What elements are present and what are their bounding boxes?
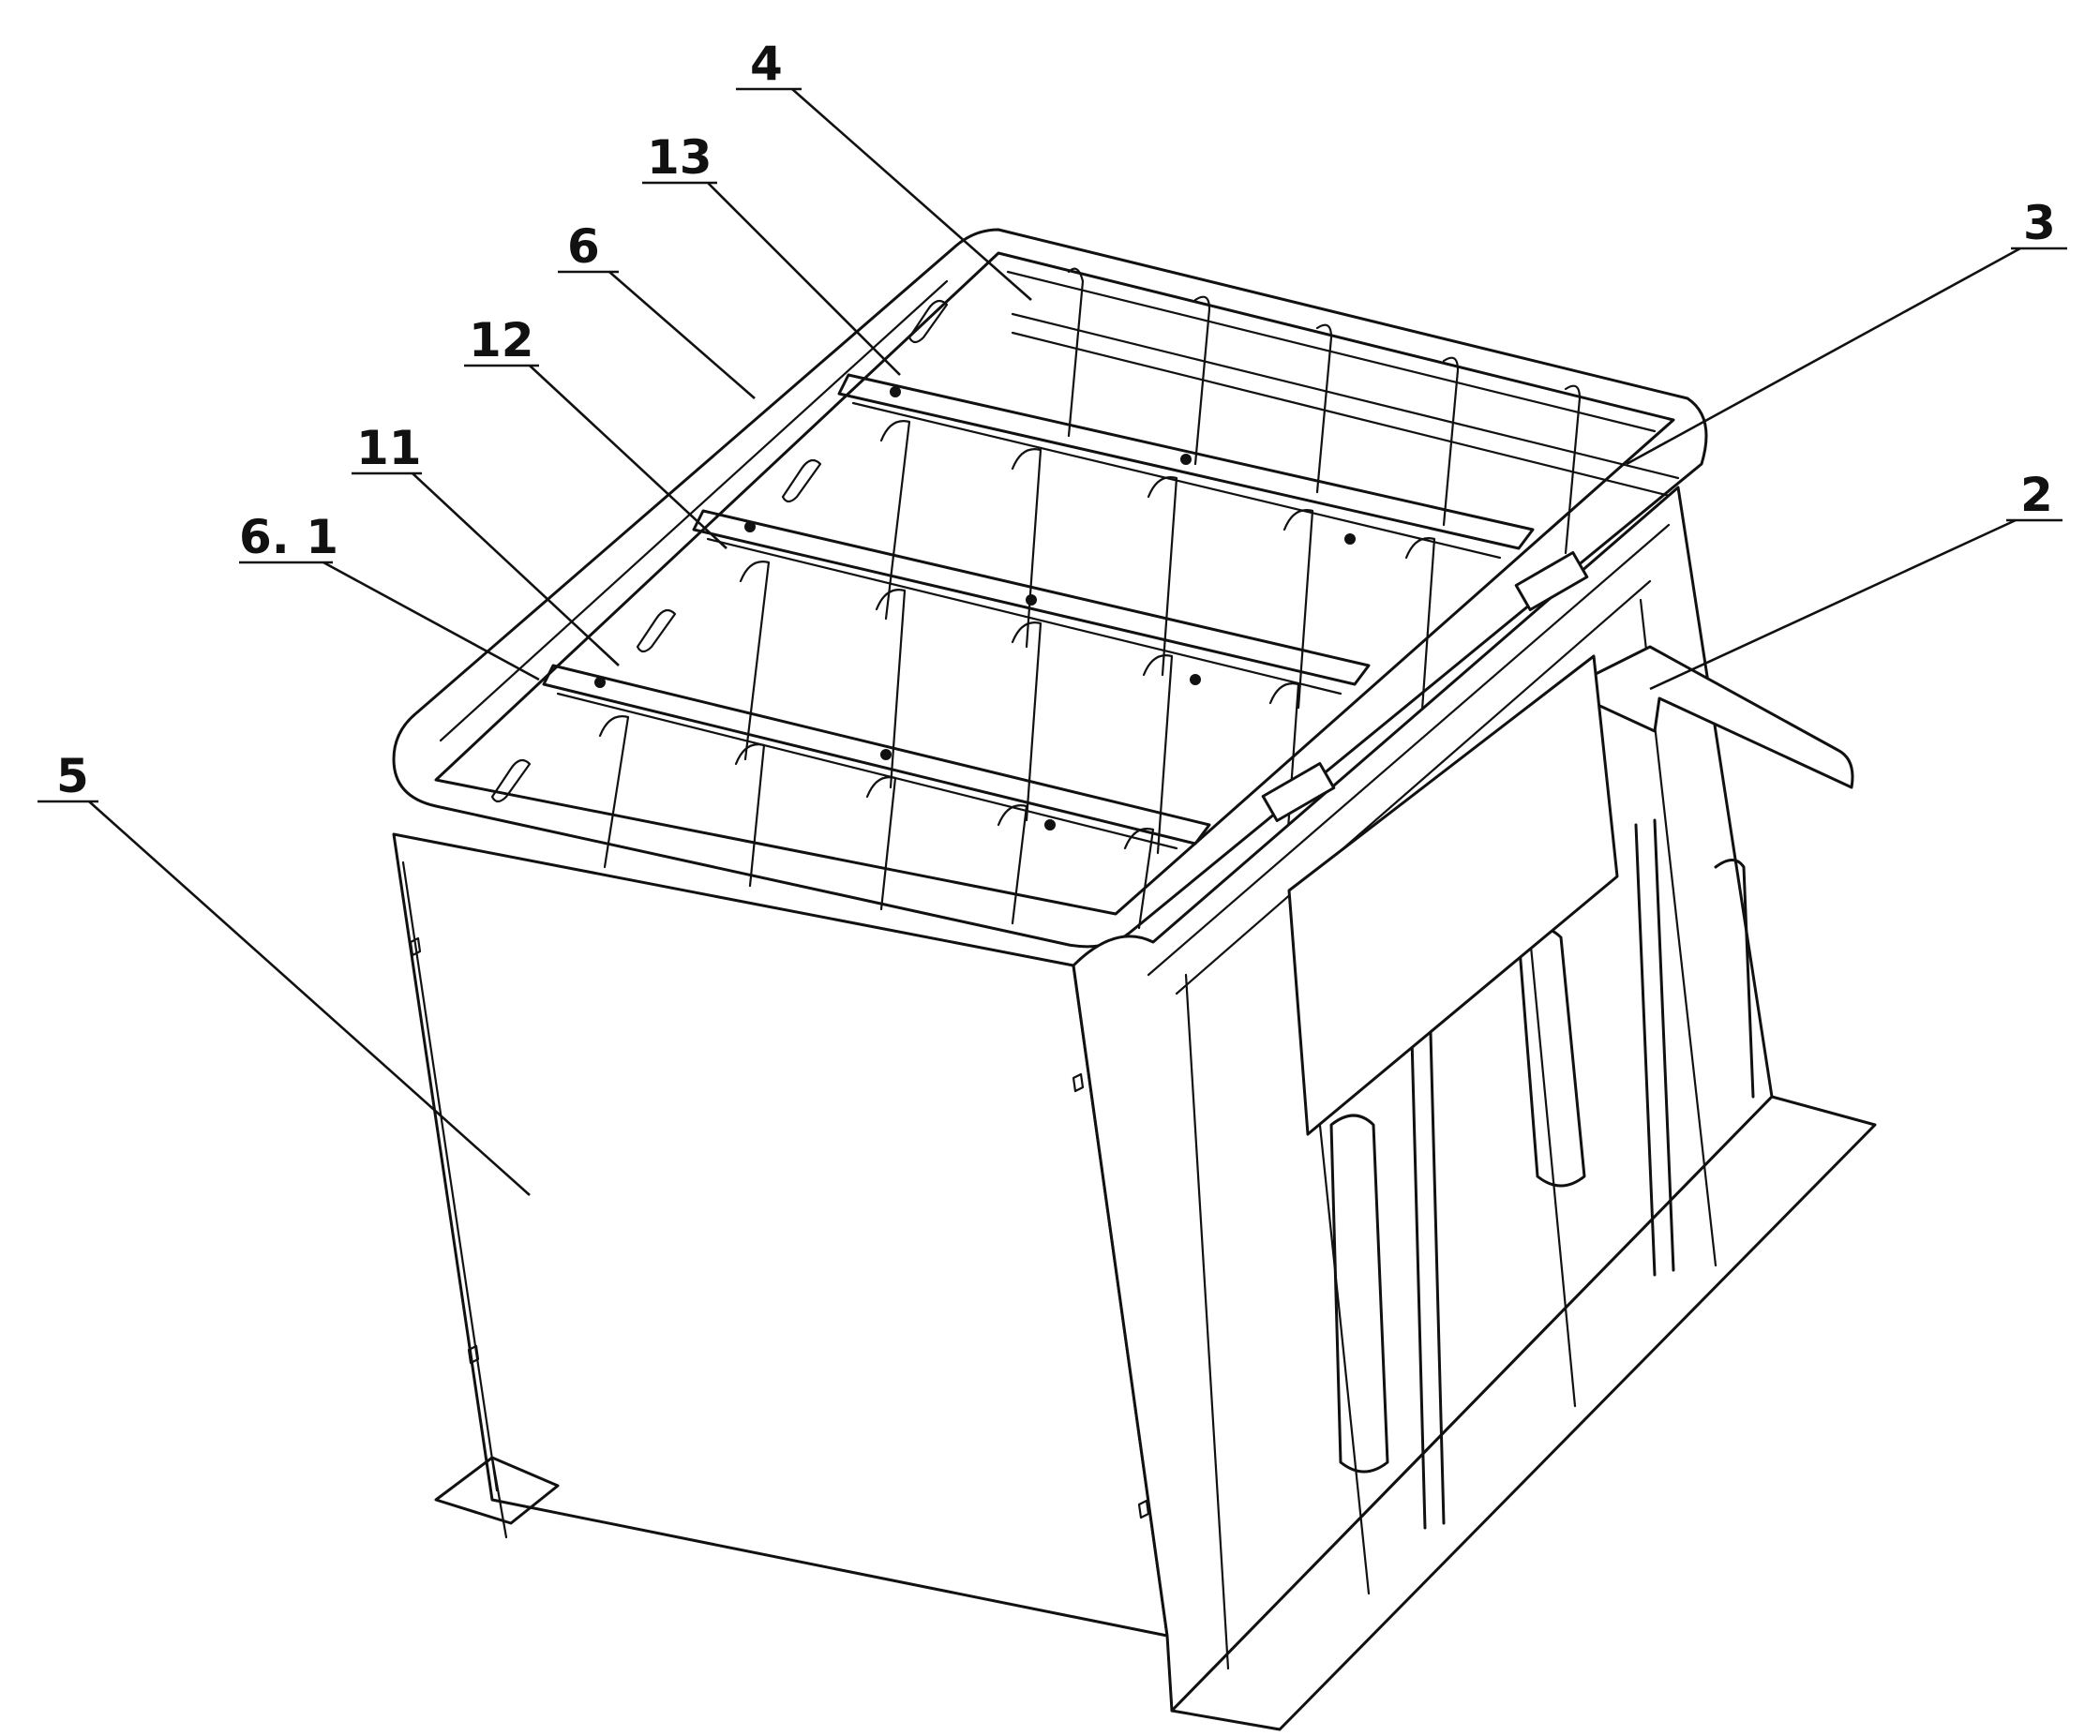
front-panel <box>392 832 1169 1638</box>
left-side-slots <box>490 299 949 803</box>
callout-6-1: 6. 1 <box>239 510 540 681</box>
svg-text:6: 6 <box>567 219 600 274</box>
svg-text:4: 4 <box>750 37 783 91</box>
top-frame <box>392 228 1708 949</box>
callout-5: 5 <box>38 749 531 1196</box>
callout-4: 4 <box>736 37 1032 301</box>
right-side-wall <box>1072 486 1877 1731</box>
svg-text:6. 1: 6. 1 <box>239 510 338 564</box>
svg-text:2: 2 <box>2020 468 2053 522</box>
svg-text:3: 3 <box>2023 196 2056 250</box>
callout-2: 2 <box>1649 468 2062 691</box>
rail-13 <box>837 373 1535 738</box>
callout-12: 12 <box>464 313 728 549</box>
callout-11: 11 <box>352 421 620 666</box>
svg-text:5: 5 <box>56 749 89 803</box>
rail-11 <box>542 664 1211 930</box>
handle-bracket <box>1287 645 1854 1136</box>
svg-text:12: 12 <box>469 313 534 367</box>
callout-6: 6 <box>558 219 756 399</box>
svg-text:11: 11 <box>356 421 422 475</box>
back-wall-rods <box>1011 267 1680 555</box>
callout-13: 13 <box>642 130 901 376</box>
svg-text:13: 13 <box>647 130 712 185</box>
rail-12 <box>692 509 1371 883</box>
callout-3: 3 <box>1626 196 2067 466</box>
